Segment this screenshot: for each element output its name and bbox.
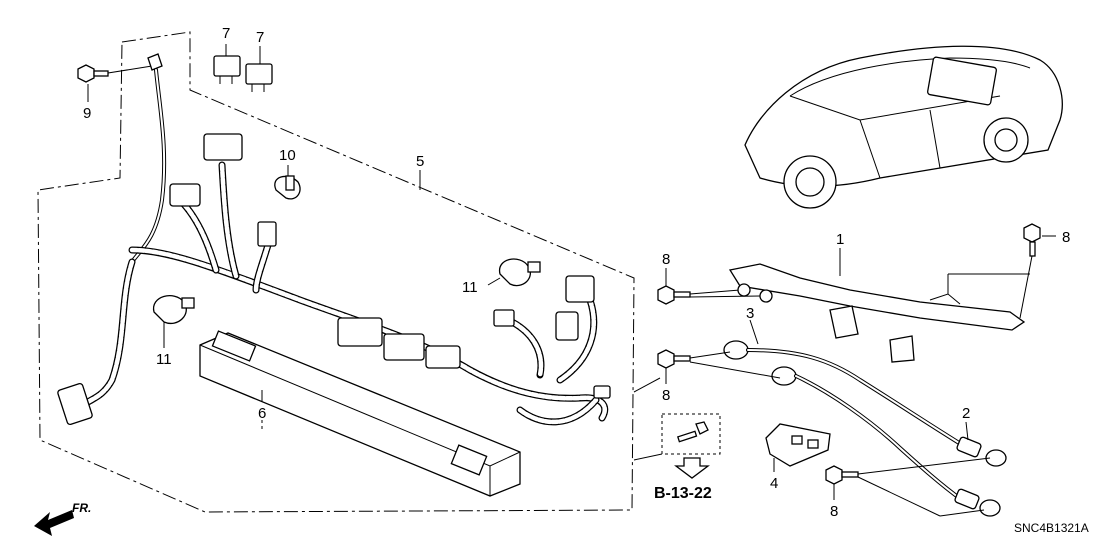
cable-3-icon [723, 340, 966, 502]
callout-11a: 11 [462, 279, 478, 296]
clip-11a-icon [499, 258, 541, 287]
relay-7a-icon [213, 55, 241, 84]
callout-10: 10 [279, 147, 296, 164]
reference-box [661, 413, 721, 455]
clip-11b-icon [153, 295, 195, 325]
callout-8a: 8 [662, 251, 670, 268]
callout-7b: 7 [256, 29, 264, 46]
harness-group-boundary [37, 31, 635, 513]
bracket-4-icon [765, 423, 831, 467]
callout-3: 3 [746, 305, 754, 322]
bolt-8d-icon [825, 465, 859, 485]
callout-6: 6 [258, 405, 266, 422]
callout-8c: 8 [662, 387, 670, 404]
bolt-8c-icon [657, 349, 691, 369]
front-arrow-icon [34, 510, 74, 536]
vehicle-illustration-icon [744, 45, 1063, 209]
callout-8d: 8 [830, 503, 838, 520]
callout-7a: 7 [222, 25, 230, 42]
clip-10-icon [274, 175, 301, 200]
front-direction-label: FR. [72, 501, 91, 515]
reference-bolt-icon [677, 421, 709, 443]
bolt-8a-icon [657, 285, 691, 305]
callout-2: 2 [962, 405, 970, 422]
callout-4: 4 [770, 475, 778, 492]
reference-label: B-13-22 [654, 485, 712, 502]
callout-5: 5 [416, 153, 424, 170]
callout-11b: 11 [156, 351, 172, 368]
callout-9: 9 [83, 105, 91, 122]
connector-icon [57, 133, 611, 426]
cable-2-icon [954, 436, 1007, 517]
reference-arrow-icon [674, 457, 710, 479]
bolt-8b-icon [1023, 223, 1041, 257]
control-unit-6-icon [199, 330, 521, 497]
relay-7b-icon [245, 63, 273, 92]
ground-wire-icon [130, 53, 167, 264]
callout-1: 1 [836, 231, 844, 248]
bracket-1-icon [728, 263, 1026, 363]
diagram-code: SNC4B1321A [1014, 521, 1089, 535]
callout-8b: 8 [1062, 229, 1070, 246]
bolt-9-icon [77, 64, 109, 83]
